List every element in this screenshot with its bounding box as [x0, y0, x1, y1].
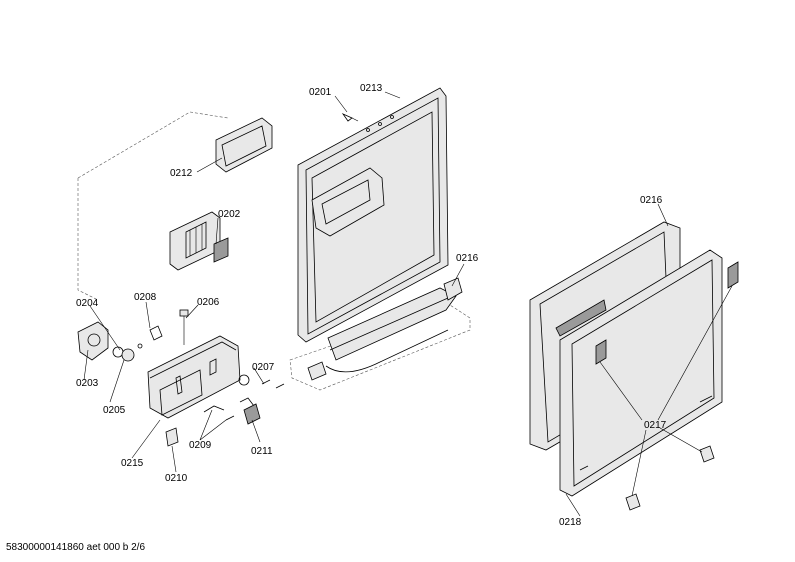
label-0202: 0202 — [218, 209, 241, 220]
control-module — [147, 335, 250, 419]
label-0216-panel: 0216 — [640, 195, 663, 206]
label-0211: 0211 — [251, 446, 273, 457]
label-0215: 0215 — [121, 458, 144, 469]
label-0218: 0218 — [559, 517, 582, 528]
label-0217: 0217 — [644, 420, 667, 431]
label-0212: 0212 — [170, 168, 193, 179]
label-0206: 0206 — [197, 297, 220, 308]
label-0216-trim: 0216 — [456, 253, 479, 264]
inner-door-panel — [297, 87, 449, 343]
label-0204: 0204 — [76, 298, 99, 309]
label-0203: 0203 — [76, 378, 99, 389]
hinge-clips — [625, 445, 715, 511]
screw-part — [341, 113, 359, 122]
label-0205: 0205 — [103, 405, 126, 416]
assembly-dashed-outlines — [77, 111, 471, 391]
small-parts — [149, 309, 285, 447]
bottom-trim — [307, 277, 463, 381]
label-0210: 0210 — [165, 473, 188, 484]
grill-panel — [169, 211, 229, 271]
leader-lines — [83, 91, 733, 517]
document-footer-id: 58300000141860 aet 000 b 2/6 — [6, 542, 146, 553]
gasket-frame — [215, 117, 273, 173]
label-0207: 0207 — [252, 362, 275, 373]
label-0209: 0209 — [189, 440, 212, 451]
label-0201: 0201 — [309, 87, 332, 98]
label-0213: 0213 — [360, 83, 383, 94]
label-0208: 0208 — [134, 292, 157, 303]
part-labels: 0201 0213 0212 0202 0216 0204 0208 0206 … — [76, 83, 667, 528]
outer-door-panel — [559, 249, 739, 497]
